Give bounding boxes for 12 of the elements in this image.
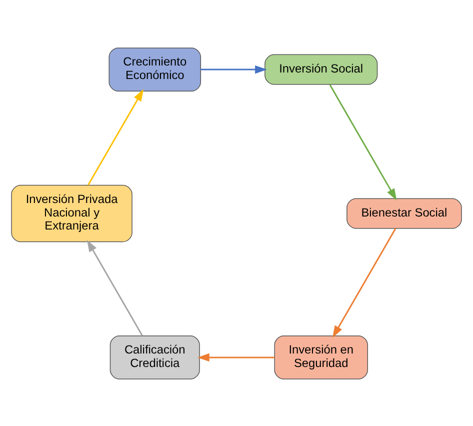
node-box: Inversión en Seguridad: [274, 335, 368, 379]
arrow: [88, 88, 144, 185]
arrow: [200, 64, 267, 74]
node-box: Bienestar Social: [346, 198, 462, 228]
arrow: [329, 84, 397, 200]
node-box: Inversión Privada Nacional y Extranjera: [11, 184, 132, 242]
node-box: Inversión Social: [264, 54, 378, 84]
arrow: [332, 228, 396, 338]
arrow: [86, 239, 143, 336]
node-box: Crecimiento Económico: [108, 47, 201, 91]
node-box: Calificación Crediticia: [110, 335, 200, 379]
arrow: [197, 352, 275, 362]
